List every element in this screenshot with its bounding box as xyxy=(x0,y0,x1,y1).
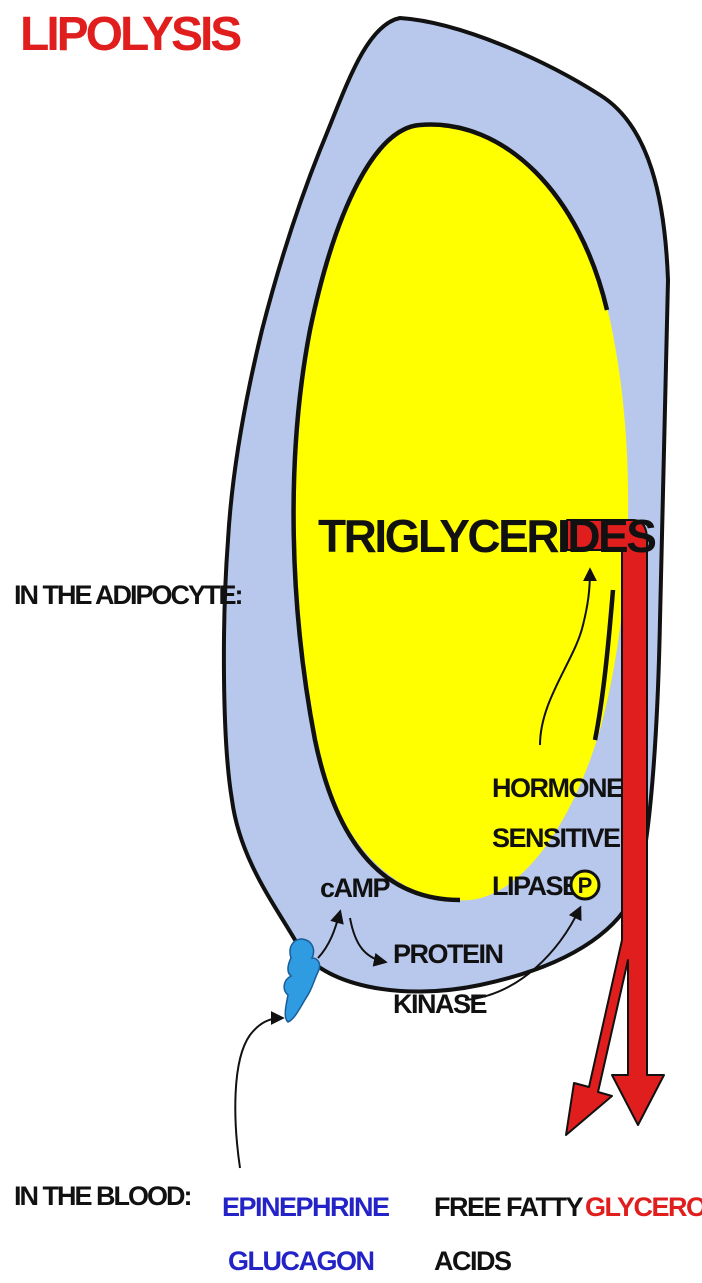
lipase-label-line-1: HORMONE xyxy=(492,773,623,803)
triglycerides-label: TRIGLYCERIDES xyxy=(318,510,655,562)
phosphate-label: P xyxy=(578,873,593,898)
protein-kinase-label-line-1: PROTEIN xyxy=(393,939,503,969)
membrane-receptor-icon xyxy=(284,939,319,1022)
section-blood-label: IN THE BLOOD: xyxy=(14,1181,191,1211)
phosphate-circle-icon: P xyxy=(571,871,599,899)
section-adipocyte-label: IN THE ADIPOCYTE: xyxy=(14,580,242,610)
glycerol-label: GLYCEROL xyxy=(585,1192,702,1222)
epinephrine-label: EPINEPHRINE xyxy=(222,1192,389,1222)
hormones-to-receptor-arrow xyxy=(235,1018,282,1168)
protein-kinase-label-line-2: KINASE xyxy=(393,989,487,1019)
camp-label: cAMP xyxy=(320,873,391,903)
lipase-label-line-2: SENSITIVE xyxy=(492,823,620,853)
page-title: LIPOLYSIS xyxy=(20,8,241,61)
free-fatty-acids-label-line-1: FREE FATTY xyxy=(434,1192,583,1222)
glucagon-label: GLUCAGON xyxy=(228,1246,374,1276)
free-fatty-acids-label-line-2: ACIDS xyxy=(434,1246,511,1276)
